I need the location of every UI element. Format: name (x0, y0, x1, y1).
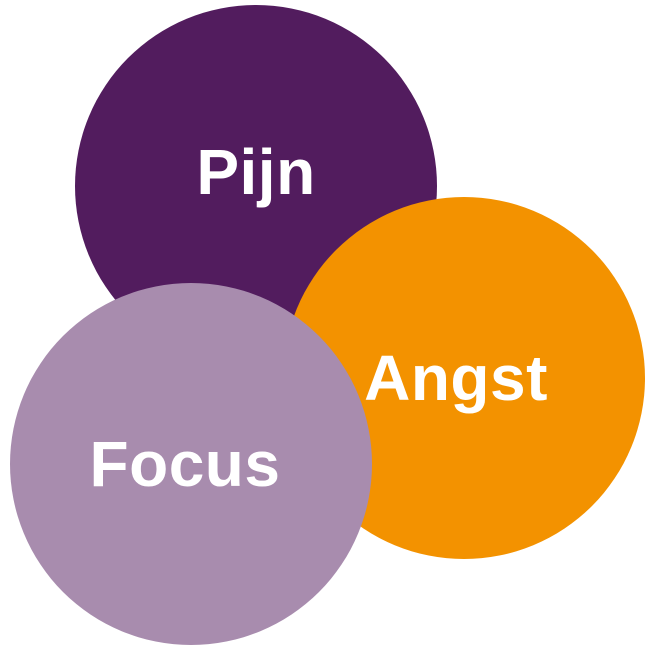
circle-focus: Focus (10, 283, 372, 645)
circle-label-focus: Focus (89, 428, 281, 500)
circle-label-pijn: Pijn (196, 136, 316, 208)
circle-label-angst: Angst (364, 342, 548, 414)
